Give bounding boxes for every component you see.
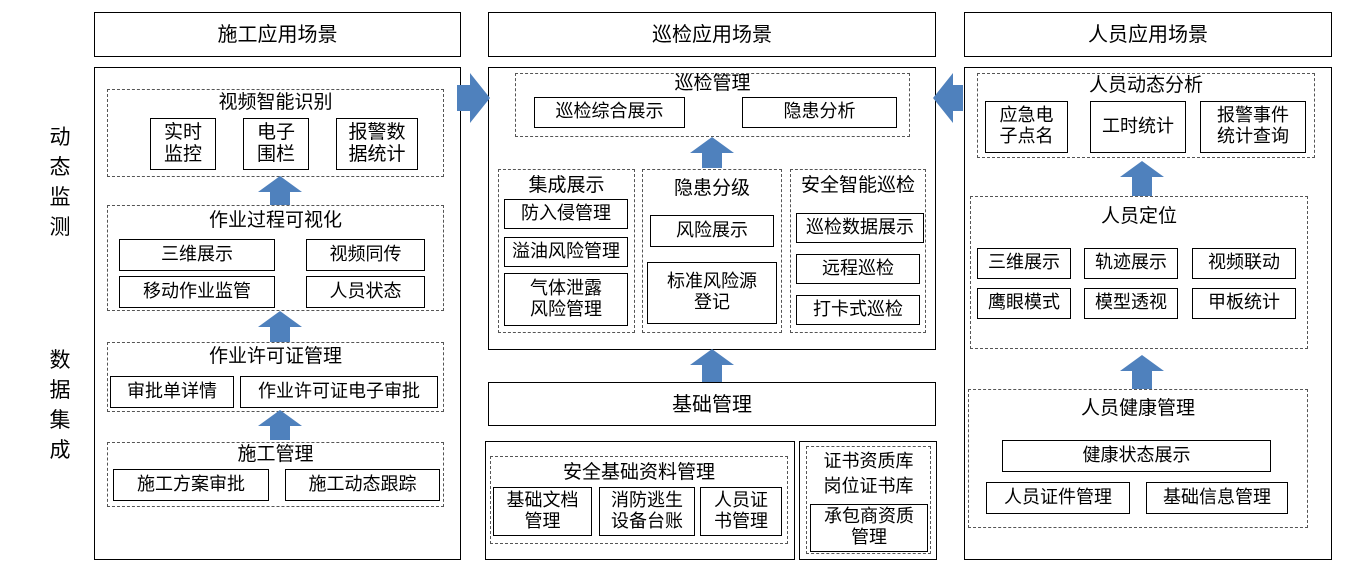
eagle-eye-mode-box: 鹰眼模式 — [977, 288, 1071, 319]
personnel-dynamic-group — [977, 73, 1315, 158]
personnel-health-title: 人员健康管理 — [1080, 397, 1195, 419]
risk-display-box: 风险展示 — [650, 215, 774, 247]
base-document-box: 基础文档 管理 — [493, 487, 592, 536]
location-3d-display-box: 三维展示 — [977, 248, 1071, 279]
personnel-location-group — [970, 196, 1308, 349]
personnel-dynamic-title: 人员动态分析 — [1088, 74, 1203, 96]
construction-mgmt-group — [107, 442, 444, 507]
personnel-cert-box: 人员证 书管理 — [700, 487, 782, 536]
integration-display-group — [498, 169, 635, 333]
video-linkage-box: 视频联动 — [1192, 248, 1296, 279]
checkin-inspection-box: 打卡式巡检 — [796, 295, 920, 325]
inspection-data-box: 巡检数据展示 — [796, 213, 924, 243]
risk-source-registration-box: 标准风险源 登记 — [647, 262, 777, 324]
alarm-statistics-box: 报警数 据统计 — [336, 118, 418, 170]
cert-library-title: 证书资质库 — [823, 451, 914, 472]
deck-statistics-box: 甲板统计 — [1192, 288, 1296, 319]
arrow-personnel-to-inspection — [933, 73, 963, 123]
work-visualization-group — [107, 205, 444, 311]
remote-inspection-box: 远程巡检 — [796, 254, 920, 284]
construction-mgmt-title: 施工管理 — [237, 443, 314, 465]
inspection-mgmt-title: 巡检管理 — [674, 72, 751, 94]
personnel-health-group — [968, 389, 1308, 528]
arrow-health-to-location — [1120, 355, 1164, 389]
inspection-header: 巡检应用场景 — [488, 12, 936, 57]
integration-display-title: 集成展示 — [528, 174, 605, 196]
trajectory-display-box: 轨迹展示 — [1084, 248, 1178, 279]
work-permit-title: 作业许可证管理 — [208, 345, 342, 367]
smart-inspection-title: 安全智能巡检 — [800, 174, 915, 196]
side-label-data-integration: 数据集成 — [49, 348, 71, 462]
arrow-permit-to-visualization — [258, 311, 302, 342]
personnel-header: 人员应用场景 — [964, 12, 1332, 57]
arrow-location-to-dynamic — [1120, 161, 1164, 196]
safety-docs-group — [490, 456, 788, 544]
basic-info-mgmt-box: 基础信息管理 — [1146, 482, 1288, 514]
post-cert-library-label: 岗位证书库 — [823, 476, 914, 497]
id-document-mgmt-box: 人员证件管理 — [986, 482, 1130, 514]
emergency-rollcall-box: 应急电 子点名 — [985, 101, 1068, 153]
intrusion-mgmt-box: 防入侵管理 — [504, 199, 628, 229]
arrow-group — [258, 73, 1164, 440]
arrow-construction-mgmt-to-permit — [258, 410, 302, 440]
side-label-dynamic-monitoring: 动态监测 — [49, 125, 71, 239]
video-sync-box: 视频同传 — [306, 239, 425, 271]
gas-leak-risk-box: 气体泄露 风险管理 — [504, 273, 628, 326]
plan-approval-box: 施工方案审批 — [113, 469, 269, 501]
hazard-grading-title: 隐患分级 — [673, 177, 750, 199]
working-hours-box: 工时统计 — [1090, 101, 1186, 153]
arrow-visualization-to-video — [258, 176, 302, 205]
smart-inspection-group — [790, 169, 926, 333]
oil-spill-risk-box: 溢油风险管理 — [504, 237, 628, 267]
basic-outer-group — [485, 441, 795, 560]
work-permit-group — [107, 342, 444, 412]
video-recognition-title: 视频智能识别 — [218, 91, 333, 113]
arrow-basic-to-inspection — [690, 349, 734, 382]
video-recognition-group — [107, 89, 444, 177]
hazard-grading-group — [642, 169, 782, 333]
cert-library-group — [806, 446, 931, 554]
arrow-grading-to-inspection-mgmt — [690, 137, 734, 168]
arrow-construction-to-inspection — [457, 73, 490, 123]
health-status-box: 健康状态展示 — [1002, 440, 1271, 472]
3d-display-box: 三维展示 — [119, 239, 275, 271]
realtime-monitor-box: 实时 监控 — [150, 118, 216, 170]
model-perspective-box: 模型透视 — [1084, 288, 1178, 319]
alarm-event-query-box: 报警事件 统计查询 — [1200, 101, 1306, 153]
inspection-overview-box: 巡检综合展示 — [534, 97, 685, 128]
personnel-location-title: 人员定位 — [1100, 205, 1177, 227]
work-visualization-title: 作业过程可视化 — [208, 209, 342, 231]
personnel-status-box: 人员状态 — [306, 276, 425, 308]
basic-mgmt-box: 基础管理 — [488, 382, 936, 426]
mobile-work-supervision-box: 移动作业监管 — [119, 276, 275, 308]
hazard-analysis-box: 隐患分析 — [742, 97, 897, 128]
construction-header: 施工应用场景 — [94, 12, 461, 57]
electronic-fence-box: 电子 围栏 — [243, 118, 309, 170]
permit-e-approval-box: 作业许可证电子审批 — [240, 376, 438, 408]
fire-equipment-box: 消防逃生 设备台账 — [599, 487, 695, 536]
dynamic-tracking-box: 施工动态跟踪 — [285, 469, 440, 501]
cert-outer-group — [799, 441, 937, 560]
approval-detail-box: 审批单详情 — [110, 376, 234, 408]
contractor-qualification-box: 承包商资质 管理 — [810, 504, 928, 552]
inspection-mgmt-group — [515, 73, 910, 137]
safety-docs-title: 安全基础资料管理 — [562, 461, 715, 483]
